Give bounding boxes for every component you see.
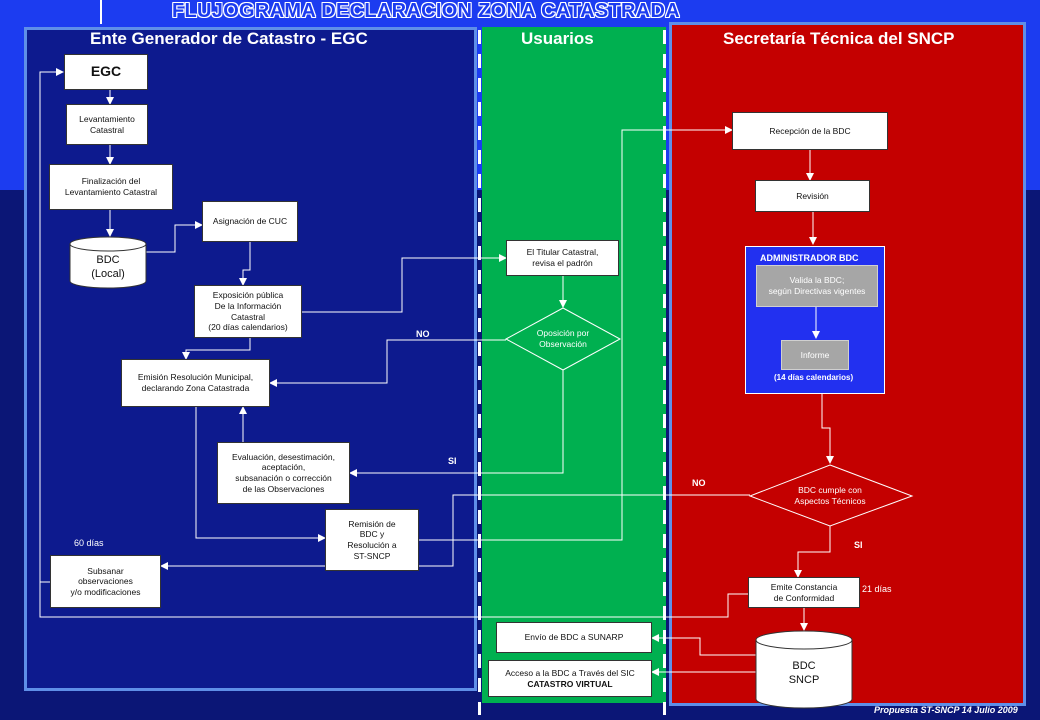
oposicion-diamond [504,307,622,371]
arrow-asignacion-exposicion [239,242,251,286]
arrow-bdc-asignacion [146,221,203,253]
node-titular: El Titular Catastral, revisa el padrón [506,240,619,276]
footer-note: Propuesta ST-SNCP 14 Julio 2009 [874,705,1018,715]
node-finalizacion: Finalización del Levantamiento Catastral [49,164,173,210]
arrow-emision-remision [195,407,326,542]
arrow-subsanar-constancia [39,581,748,618]
arrow-cumple-no [160,494,750,570]
node-egc: EGC [64,54,148,90]
node-constancia: Emite Constancia de Conformidad [748,577,860,608]
node-revision: Revisión [755,180,870,212]
node-remision: Remisión de BDC y Resolución a ST-SNCP [325,509,419,571]
node-valida: Valida la BDC; según Directivas vigentes [756,265,878,307]
background-accent [100,0,102,24]
label-si-oposicion: SI [448,456,457,466]
acceso-line-2: CATASTRO VIRTUAL [527,678,613,689]
cumple-diamond [748,464,914,527]
node-levantamiento: Levantamiento Catastral [66,104,148,145]
label-21-dias: 21 días [862,584,892,594]
node-cumple: BDC cumple con Aspectos Técnicos [794,485,866,506]
node-bdc-sncp-label: BDC SNCP [788,660,820,686]
acceso-line-1: Acceso a la BDC a Través del SIC [505,667,635,678]
node-asignacion: Asignación de CUC [202,201,298,242]
arrow-exposicion-emision [182,338,251,360]
arrow-bdc-envio [651,634,756,656]
lane-title-stn: Secretaría Técnica del SNCP [723,29,955,48]
label-no-oposicion: NO [416,329,430,339]
label-no-cumple: NO [692,478,706,488]
arrow-oposicion-no [269,339,506,387]
lane-divider-right [663,30,666,715]
bdc-local-cylinder [69,236,147,289]
node-acceso: Acceso a la BDC a Través del SIC CATASTR… [488,660,652,697]
node-emision: Emisión Resolución Municipal, declarando… [121,359,270,407]
arrow-cumple-si [794,526,831,578]
node-oposicion: Oposición por Observación [536,328,590,349]
lane-usuarios [482,27,666,703]
lane-title-egc: Ente Generador de Catastro - EGC [90,29,368,48]
arrow-exposicion-titular [302,254,507,313]
node-informe: Informe [781,340,849,370]
node-exposicion: Exposición pública De la Información Cat… [194,285,302,338]
page-title: FLUJOGRAMA DECLARACION ZONA CATASTRADA [172,0,681,22]
node-subsanar: Subsanar observaciones y/o modificacione… [50,555,161,608]
arrow-remision-recepcion [419,126,733,541]
label-60-dias: 60 días [74,538,104,548]
label-si-cumple: SI [854,540,863,550]
node-evaluacion: Evaluación, desestimación, aceptación, s… [217,442,350,504]
lane-title-usuarios: Usuarios [521,29,594,48]
informe-days-label: (14 días calendarios) [774,373,854,382]
node-envio: Envío de BDC a SUNARP [496,622,652,653]
lane-divider-left [478,30,481,715]
admin-panel-title: ADMINISTRADOR BDC [760,253,859,263]
bdc-sncp-cylinder [755,630,853,709]
node-bdc-local-label: BDC (Local) [91,254,125,280]
node-recepcion: Recepción de la BDC [732,112,888,150]
arrow-admin-cumple [821,394,834,464]
arrow-oposicion-si [349,370,564,477]
arrow-loop-egc [39,68,64,617]
